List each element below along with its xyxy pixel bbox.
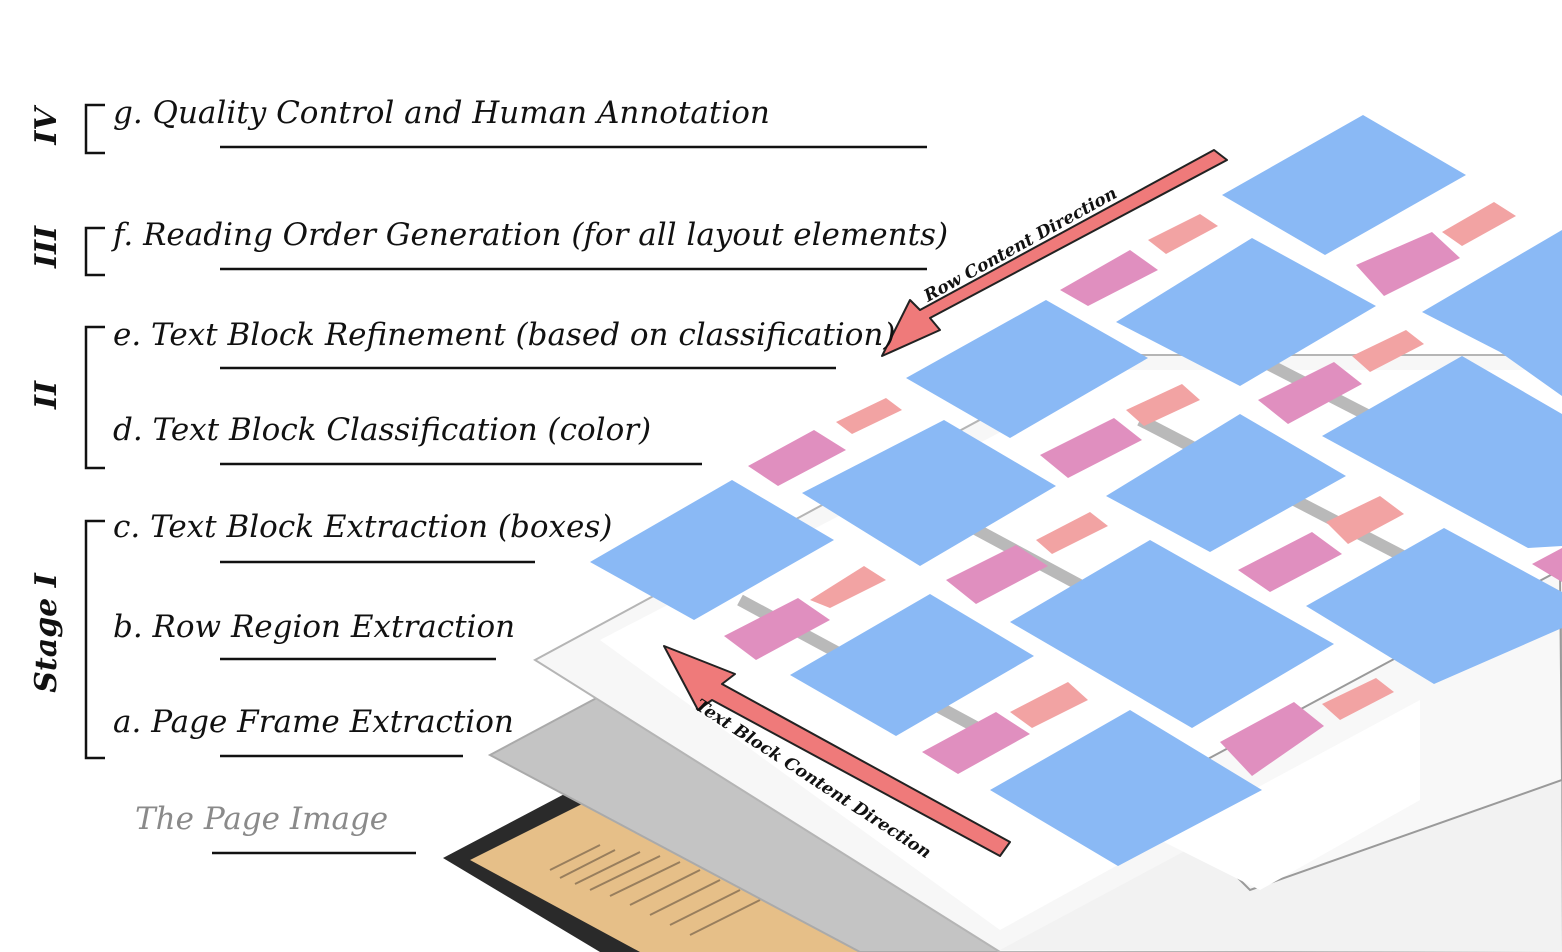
step-underlines xyxy=(212,145,927,855)
stage-iii-label: III xyxy=(29,225,64,269)
step-d-label: d. Text Block Classification (color) xyxy=(113,412,652,448)
label-tags xyxy=(724,202,1562,776)
step-a-label: a. Page Frame Extraction xyxy=(113,704,514,740)
stage-brackets xyxy=(84,103,105,760)
page-image-label: The Page Image xyxy=(135,801,389,837)
step-e-label: e. Text Block Refinement (based on class… xyxy=(113,317,896,353)
step-c-label: c. Text Block Extraction (boxes) xyxy=(113,509,613,545)
stage-ii-label: II xyxy=(29,380,64,410)
stage-iv-label: IV xyxy=(29,107,64,145)
stage-i-label: Stage I xyxy=(29,573,64,693)
classification-layer xyxy=(590,115,1562,866)
step-g-label: g. Quality Control and Human Annotation xyxy=(113,95,770,131)
step-f-label: f. Reading Order Generation (for all lay… xyxy=(113,217,949,253)
step-b-label: b. Row Region Extraction xyxy=(113,609,516,645)
